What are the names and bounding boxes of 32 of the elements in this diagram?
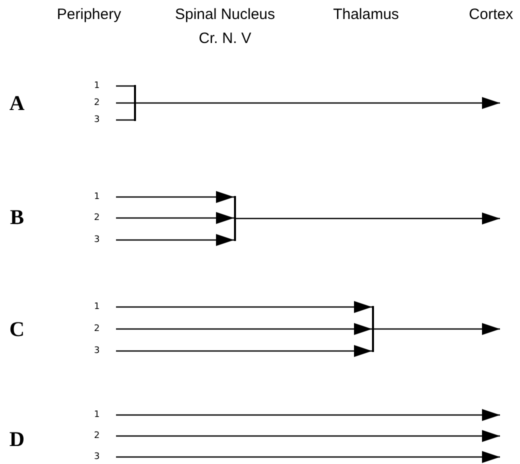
fiber-number: 2 bbox=[94, 97, 114, 109]
column-heading: Periphery bbox=[56, 5, 122, 25]
arrow bbox=[374, 323, 500, 335]
fiber-number: 1 bbox=[94, 409, 114, 421]
arrow bbox=[236, 212, 500, 224]
fiber-number: 1 bbox=[94, 191, 114, 203]
row-letter: B bbox=[8, 205, 25, 229]
fiber-number: 3 bbox=[94, 114, 114, 126]
arrow bbox=[116, 430, 500, 442]
arrow bbox=[116, 323, 372, 335]
arrow bbox=[116, 191, 234, 203]
arrow bbox=[116, 345, 372, 357]
row-letter: C bbox=[8, 317, 26, 341]
fiber-number: 1 bbox=[94, 80, 114, 92]
fiber-number: 2 bbox=[94, 430, 114, 442]
fiber-number: 2 bbox=[94, 323, 114, 335]
row-letter: D bbox=[8, 427, 26, 451]
column-heading: Cortex bbox=[468, 5, 514, 25]
fiber-number: 1 bbox=[94, 301, 114, 313]
arrow bbox=[116, 234, 234, 246]
arrow bbox=[116, 451, 500, 463]
fiber-number: 2 bbox=[94, 212, 114, 224]
arrow bbox=[116, 409, 500, 421]
arrow bbox=[136, 97, 500, 109]
fiber-number: 3 bbox=[94, 451, 114, 463]
column-heading: Thalamus bbox=[332, 5, 400, 25]
arrow bbox=[116, 301, 372, 313]
row-letter: A bbox=[8, 91, 26, 115]
arrow bbox=[116, 212, 234, 224]
fiber-number: 3 bbox=[94, 234, 114, 246]
fiber-number: 3 bbox=[94, 345, 114, 357]
column-heading: Spinal Nucleus Cr. N. V bbox=[174, 5, 276, 49]
